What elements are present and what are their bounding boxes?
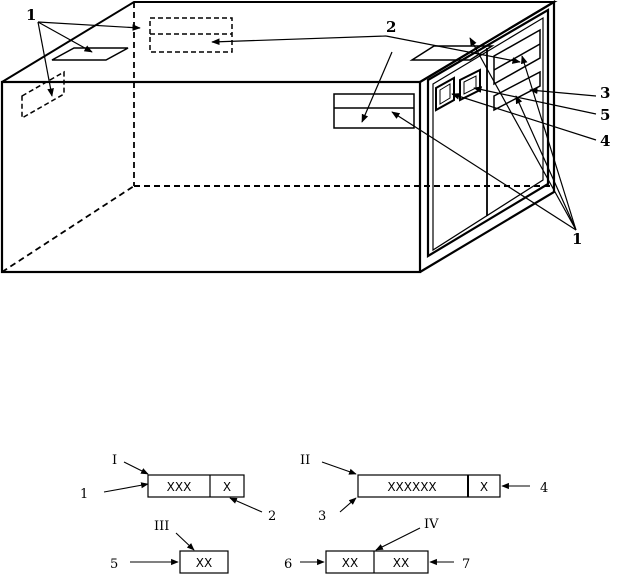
side-window-small-b (459, 68, 481, 102)
box-III-arrows (130, 532, 195, 566)
back-window-hidden (149, 17, 233, 53)
box-II-arrows (321, 461, 530, 513)
top-window-left (51, 47, 129, 61)
front-window (333, 93, 415, 129)
label-num-7: 7 (462, 557, 470, 572)
leaders-label-1-left (37, 21, 141, 97)
label-roman-III: III (154, 519, 169, 534)
box-II-end-text: X (480, 480, 488, 494)
callout-4: 4 (600, 132, 610, 150)
leaders-label-2 (211, 35, 521, 123)
callout-1-right: 1 (572, 230, 582, 248)
leaders-labels-3-5-4 (451, 86, 597, 141)
schematic-box-II (357, 474, 501, 498)
callout-2: 2 (386, 18, 396, 36)
callout-5: 5 (600, 106, 610, 124)
front-face (0, 80, 422, 274)
top-window-right (409, 45, 495, 61)
callout-3: 3 (600, 84, 610, 102)
box-I-arrows (103, 461, 263, 513)
leaders-label-1-right (391, 37, 577, 231)
right-side-frame (426, 8, 550, 258)
side-window-upper-right (493, 28, 541, 86)
right-face (419, 0, 556, 273)
box-I-end-text: X (223, 480, 231, 494)
box-III-text: XX (196, 556, 212, 570)
box-I-main-text: XXX (167, 480, 192, 494)
label-num-4: 4 (540, 481, 548, 496)
box-IV-left-text: XX (342, 556, 358, 570)
hidden-edge-diagonal (1, 185, 135, 273)
top-face (1, 1, 558, 83)
label-num-5: 5 (110, 557, 118, 572)
side-window-small-a (435, 76, 455, 112)
schematic-box-IV (325, 550, 429, 574)
box-IV-arrows (300, 527, 454, 566)
label-roman-IV: IV (424, 517, 439, 532)
container-box (0, 0, 558, 274)
box-II-main-text: XXXXXX (387, 480, 436, 494)
side-window-lower-right (493, 70, 541, 112)
box-IV-right-text: XX (393, 556, 409, 570)
label-num-6: 6 (284, 557, 292, 572)
callout-1-left: 1 (26, 6, 36, 24)
label-num-3: 3 (318, 509, 326, 524)
label-num-2: 2 (268, 509, 276, 524)
label-roman-II: II (300, 453, 310, 468)
left-window-hidden (21, 70, 65, 120)
label-num-1: 1 (80, 487, 88, 502)
schematic-box-III (179, 550, 229, 574)
label-roman-I: I (112, 453, 117, 468)
